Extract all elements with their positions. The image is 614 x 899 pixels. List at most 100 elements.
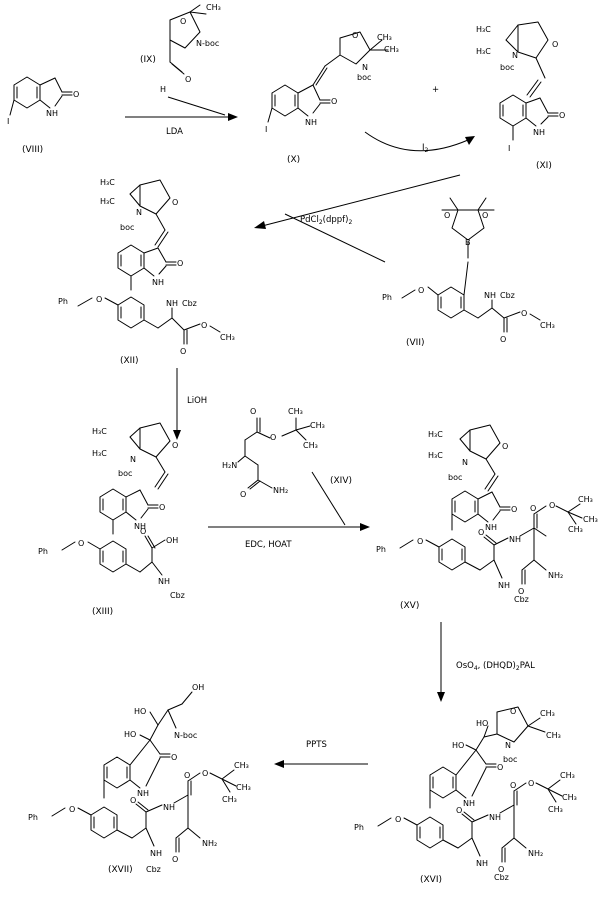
atom-o: O <box>130 796 136 805</box>
atom-ch3: CH₃ <box>288 407 303 416</box>
atom-o: O <box>184 771 190 780</box>
atom-cbz: Cbz <box>514 595 529 604</box>
arrow-x-to-xi <box>364 131 469 152</box>
atom-nh: NH <box>463 799 475 808</box>
atom-nboc: N-boc <box>196 39 219 48</box>
atom-ho: HO <box>476 719 488 728</box>
atom-cbz: Cbz <box>146 865 161 874</box>
label-xiii: (XIII) <box>92 607 113 617</box>
reagent-lioh: LiOH <box>187 396 207 406</box>
atom-o: O <box>202 769 208 778</box>
atom-ch3: CH₃ <box>222 795 237 804</box>
atom-nh: NH <box>150 849 162 858</box>
atom-nh: NH <box>476 859 488 868</box>
atom-ph: Ph <box>354 823 364 832</box>
atom-h3c: H₃C <box>476 25 491 34</box>
atom-i: I <box>7 117 9 126</box>
atom-nh: NH <box>509 535 521 544</box>
atom-ph: Ph <box>38 547 48 556</box>
atom-nh: NH <box>158 577 170 586</box>
atom-o: O <box>528 779 534 788</box>
atom-o: O <box>456 806 462 815</box>
atom-o: O <box>502 442 508 451</box>
atom-ho: HO <box>452 741 464 750</box>
compound-xv-structure: O H₃C H₃C N boc O NH O Ph O NH O O CH₃ C… <box>376 424 598 604</box>
atom-o: O <box>417 537 423 546</box>
compound-vii-structure: O O B O Ph NH Cbz O O CH₃ <box>382 197 555 344</box>
atom-oh: OH <box>192 683 204 692</box>
atom-ch3: CH₃ <box>568 525 583 534</box>
reagent-i2: I2 <box>422 143 429 154</box>
compound-x-structure: O N boc CH₃ CH₃ O NH I <box>265 31 399 134</box>
atom-boc: boc <box>500 63 514 72</box>
atom-o: O <box>552 40 558 49</box>
atom-nh: NH <box>484 291 496 300</box>
atom-boc: boc <box>120 223 134 232</box>
atom-h3c: H₃C <box>92 449 107 458</box>
atom-ho: HO <box>134 707 146 716</box>
atom-nh2: NH₂ <box>273 486 288 495</box>
reagent-pdcl2-dppf: PdCl2(dppf)2 <box>300 215 352 226</box>
atom-cbz: Cbz <box>182 299 197 308</box>
atom-o: O <box>331 97 337 106</box>
compound-xii-structure: O H₃C H₃C N boc O NH O Ph NH Cbz O O CH₃ <box>58 178 235 356</box>
label-viii: (VIII) <box>22 145 43 155</box>
label-ix: (IX) <box>140 55 156 65</box>
atom-nh: NH <box>134 522 146 531</box>
atom-ho: HO <box>124 730 136 739</box>
atom-ch3: CH₃ <box>540 321 555 330</box>
atom-n: N <box>512 51 518 60</box>
atom-h3c: H₃C <box>428 451 443 460</box>
atom-n: N <box>362 63 368 72</box>
atom-o: O <box>352 31 358 40</box>
atom-nh: NH <box>46 109 58 118</box>
compound-xvii-structure: OH HO HO N-boc O NH O Ph O NH O O CH₃ CH… <box>28 683 251 874</box>
atom-h3c: H₃C <box>100 197 115 206</box>
atom-o: O <box>159 503 165 512</box>
label-xiv: (XIV) <box>330 476 352 486</box>
atom-h3c: H₃C <box>100 178 115 187</box>
atom-o: O <box>478 528 484 537</box>
atom-o: O <box>171 753 177 762</box>
compound-ix-structure: O N-boc CH₃ H O <box>160 3 221 94</box>
atom-o: O <box>482 211 488 220</box>
atom-o: O <box>500 335 506 344</box>
atom-ch3: CH₃ <box>548 805 563 814</box>
atom-n: N <box>130 455 136 464</box>
label-xii: (XII) <box>120 356 139 366</box>
atom-o: O <box>180 17 186 26</box>
atom-nh2: NH₂ <box>548 571 563 580</box>
reagent-oso4-dhqd2-pal: OsO4, (DHQD)2PAL <box>456 661 535 672</box>
atom-nh2: NH₂ <box>528 849 543 858</box>
atom-ph: Ph <box>382 293 392 302</box>
atom-n: N <box>505 741 511 750</box>
reagent-ppts: PPTS <box>306 740 327 750</box>
atom-o: O <box>530 504 536 513</box>
atom-ch3: CH₃ <box>540 709 555 718</box>
compound-xiv-structure: O O CH₃ CH₃ CH₃ H₂N O NH₂ <box>222 407 325 499</box>
atom-o: O <box>444 211 450 220</box>
atom-o: O <box>497 763 503 772</box>
arrow-xi-to-xii <box>261 174 461 227</box>
reagent-lda: LDA <box>166 127 183 137</box>
atom-o: O <box>172 855 178 864</box>
atom-o: O <box>172 441 178 450</box>
atom-ch3: CH₃ <box>583 515 598 524</box>
atom-o: O <box>518 587 524 596</box>
atom-cbz: Cbz <box>170 591 185 600</box>
atom-ch3: CH₃ <box>546 731 561 740</box>
atom-ch3: CH₃ <box>377 33 392 42</box>
atom-nhboc: N-boc <box>174 731 197 740</box>
atom-o: O <box>201 321 207 330</box>
compound-xi-structure: O H₃C H₃C N boc O NH I <box>476 21 565 153</box>
atom-o: O <box>559 111 565 120</box>
atom-o: O <box>270 433 276 442</box>
atom-o: O <box>96 295 102 304</box>
atom-o: O <box>78 539 84 548</box>
atom-i: I <box>265 125 267 134</box>
atom-o: O <box>185 75 191 84</box>
atom-o: O <box>69 805 75 814</box>
atom-nh: NH <box>152 278 164 287</box>
atom-ch3: CH₃ <box>206 3 221 12</box>
atom-i: I <box>508 144 510 153</box>
